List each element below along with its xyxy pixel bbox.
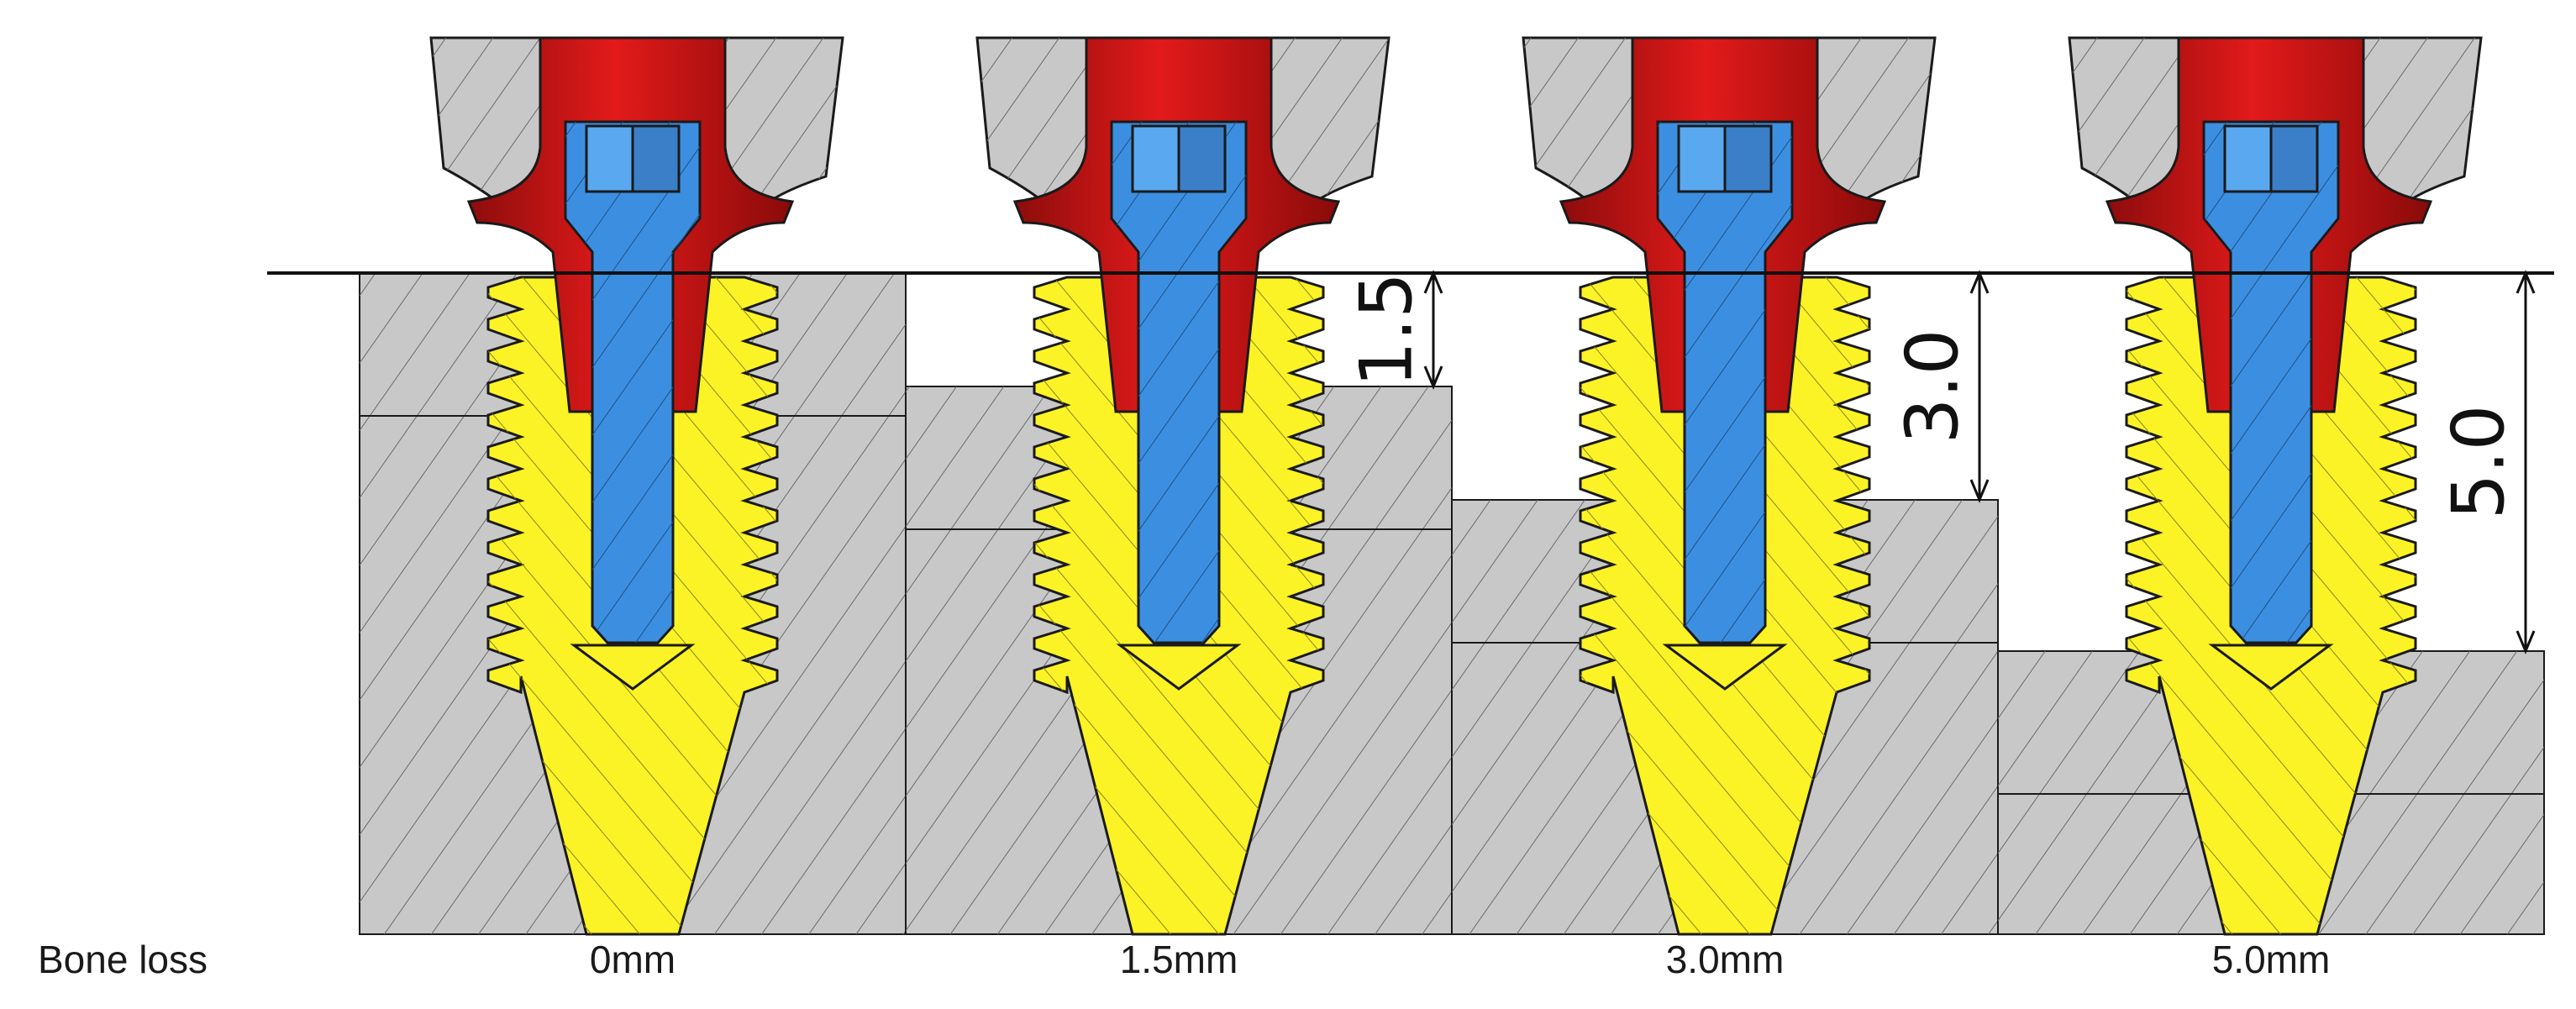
bone-loss-dimension: 3.0 [1890, 270, 1990, 503]
bone-loss-row-label: Bone loss [38, 938, 208, 981]
bone-loss-caption: 1.5mm [1120, 938, 1238, 981]
panel-1 [905, 36, 1453, 936]
bone-loss-dimension: 5.0 [2437, 270, 2536, 654]
bone-loss-caption: 5.0mm [2212, 938, 2331, 981]
panel-0 [359, 36, 907, 936]
dimension-value: 1.5 [1344, 272, 1428, 387]
panel-3 [1997, 36, 2545, 936]
panel-2 [1451, 36, 1999, 936]
bone-loss-caption: 3.0mm [1666, 938, 1785, 981]
bone-loss-caption: 0mm [590, 938, 676, 981]
abutment-screw [1110, 120, 1248, 644]
dimension-value: 3.0 [1890, 329, 1974, 444]
abutment-screw [2202, 120, 2340, 644]
dimension-value: 5.0 [2437, 405, 2521, 520]
abutment-screw [564, 120, 702, 644]
abutment-screw [1656, 120, 1794, 644]
bone-loss-dimension: 1.5 [1344, 270, 1443, 390]
